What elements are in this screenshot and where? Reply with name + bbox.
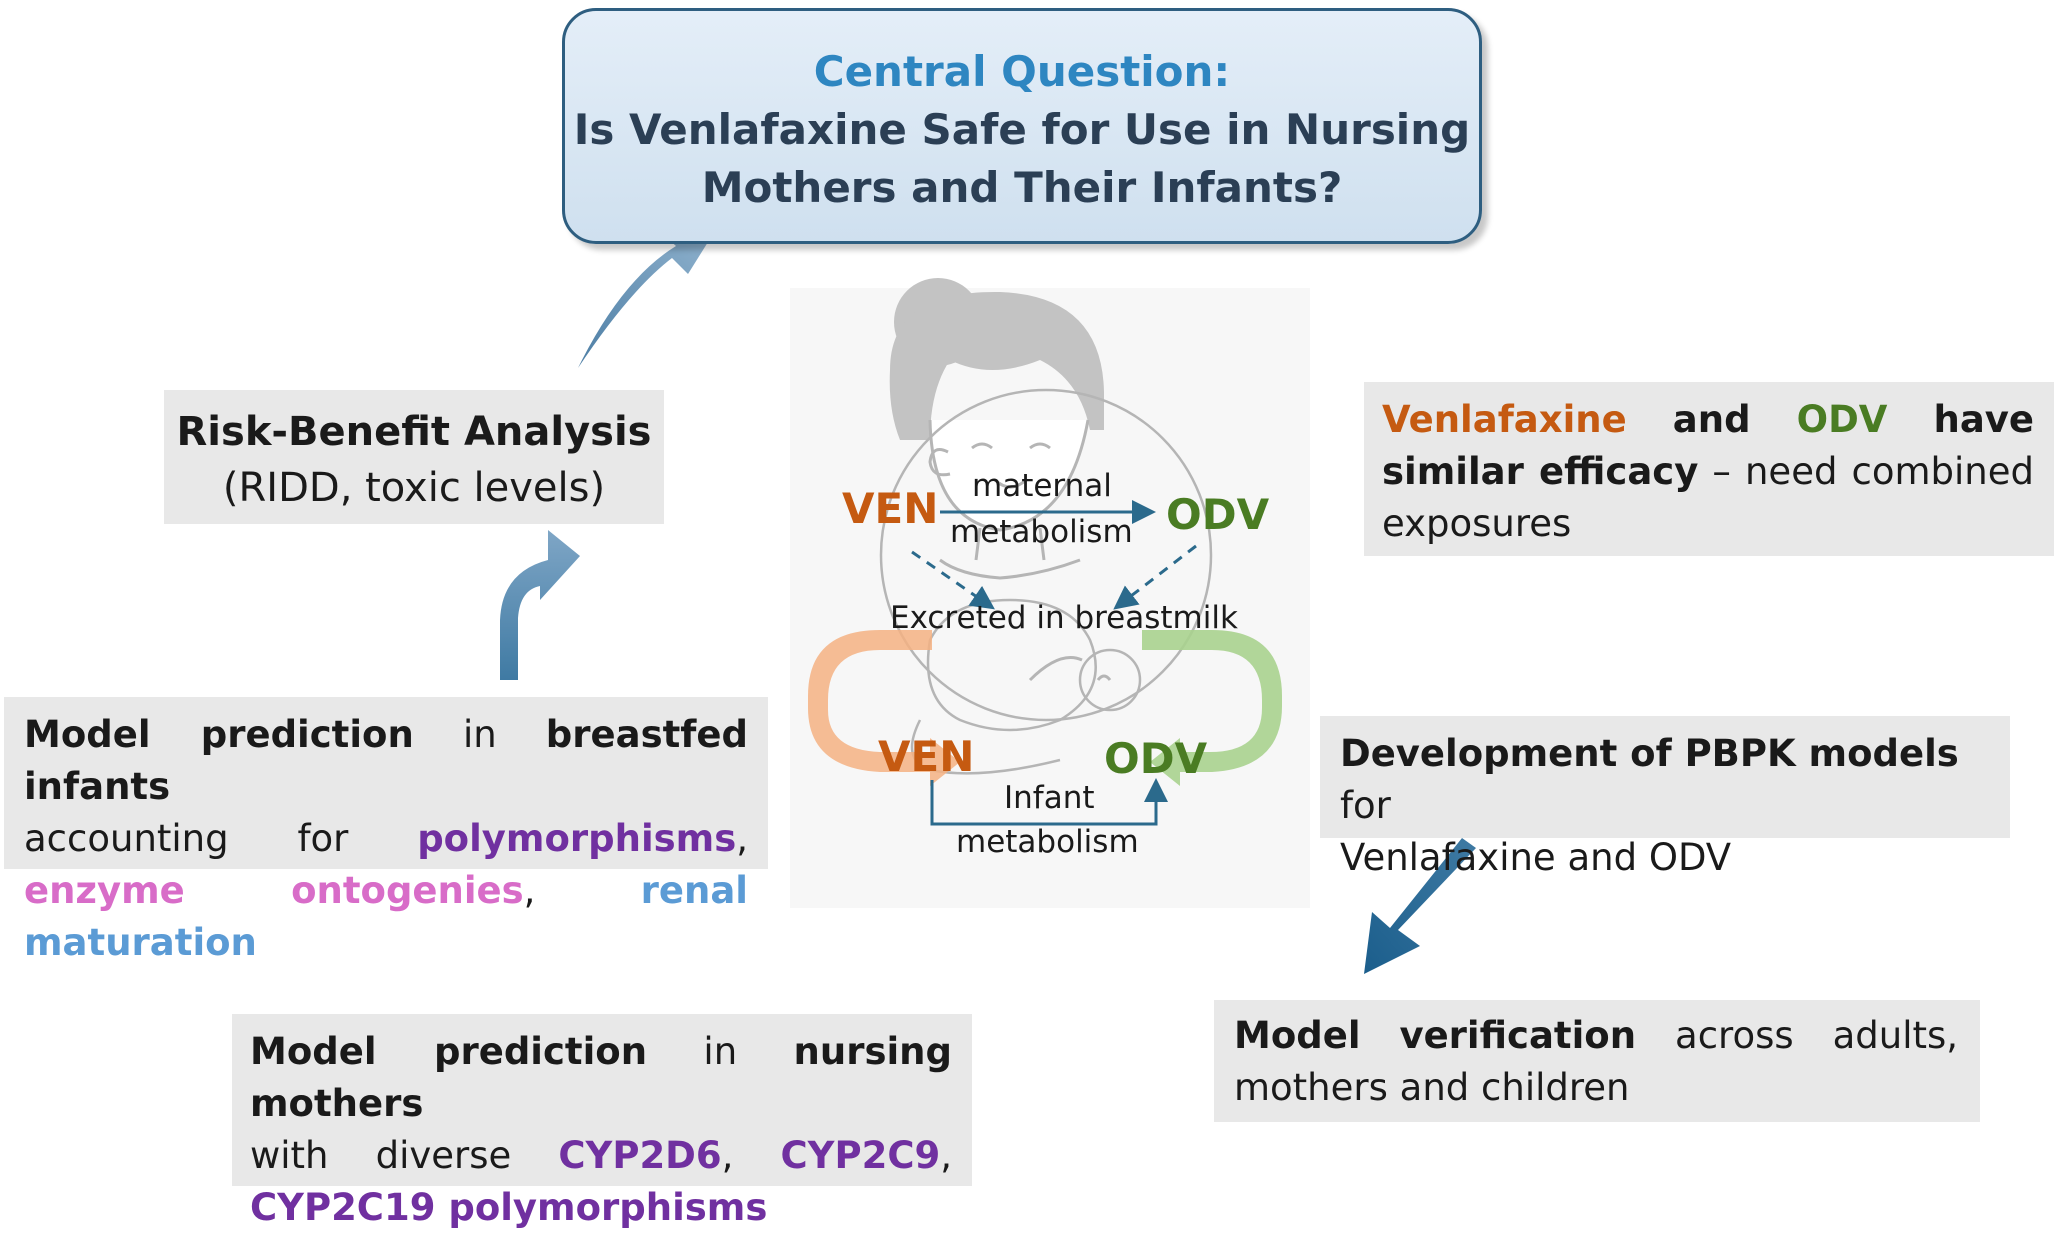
mother-model-prediction-label: Model prediction (250, 1030, 648, 1073)
verification-line-1: Model verification across adults, (1234, 1010, 1958, 1062)
flow-arrow-up (500, 530, 580, 680)
efficacy-line-3: exposures (1382, 502, 1572, 545)
diagram-graphics (500, 226, 1476, 974)
cyp2c9-label: CYP2C9 (780, 1134, 941, 1177)
maternal-label: maternal (972, 468, 1112, 504)
renal-maturation-label: renal maturation (24, 869, 748, 964)
mother-prediction-box: Model prediction in nursing mothers with… (232, 1014, 972, 1229)
infant-metabolism-arrow (930, 778, 1168, 826)
maternal-metabolism-label: metabolism (950, 514, 1133, 550)
ven-bottom-label: VEN (878, 732, 975, 781)
pbpk-for-label: for (1340, 784, 1391, 827)
efficacy-box: Venlafaxine and ODV have similar efficac… (1364, 382, 2054, 556)
pbpk-development-label: Development of PBPK models (1340, 732, 1959, 775)
risk-benefit-box: Risk-Benefit Analysis (RIDD, toxic level… (164, 390, 664, 524)
flow-arrow-diagonal (578, 226, 718, 368)
mother-in-label: in (647, 1030, 794, 1073)
infant-line-1: Model prediction in breastfed infants (24, 709, 748, 813)
nursing-mothers-label: nursing mothers (250, 1030, 952, 1125)
flow-arrow-down (1364, 838, 1476, 974)
adults-label: adults, (1832, 1014, 1959, 1057)
accounting-label: accounting (24, 817, 229, 860)
with-label: with (250, 1134, 329, 1177)
for-label: for (297, 817, 349, 860)
model-prediction-label: Model prediction (24, 713, 414, 756)
infant-metabolism-label: metabolism (956, 824, 1139, 860)
odv-label: ODV (1796, 398, 1888, 441)
across-label: across (1675, 1014, 1794, 1057)
mother-line-1: Model prediction in nursing mothers (250, 1026, 952, 1130)
pbpk-box: Development of PBPK models for Venlafaxi… (1320, 716, 2010, 879)
central-question-line-2: Mothers and Their Infants? (701, 163, 1343, 212)
odv-bottom-label: ODV (1104, 734, 1208, 783)
and-label: and (1672, 398, 1751, 441)
efficacy-line-1: Venlafaxine and ODV have (1382, 394, 2034, 446)
illustration-backdrop (790, 288, 1310, 908)
green-cycle-arrow-icon (1142, 630, 1282, 786)
infant-line-2: accounting for polymorphisms, (24, 817, 748, 860)
cyp2d6-label: CYP2D6 (558, 1134, 722, 1177)
polymorphisms-label: polymorphisms (417, 817, 737, 860)
have-label: have (1933, 398, 2035, 441)
efficacy-line-2: similar efficacy – need combined (1382, 446, 2034, 498)
odv-top-label: ODV (1166, 490, 1270, 539)
orange-cycle-arrow-icon (808, 630, 960, 786)
central-question-box: Central Question: Is Venlafaxine Safe fo… (562, 8, 1482, 244)
diverse-label: diverse (375, 1134, 512, 1177)
model-label: Model (1234, 1014, 1361, 1057)
mother-line-2: with diverse CYP2D6, CYP2C9, (250, 1134, 952, 1177)
pbpk-line-1: Development of PBPK models for (1340, 728, 1990, 832)
risk-benefit-title: Risk-Benefit Analysis (176, 409, 652, 455)
central-question-title: Central Question: (813, 47, 1231, 96)
risk-benefit-subtitle: (RIDD, toxic levels) (222, 465, 606, 511)
central-question-line-1: Is Venlafaxine Safe for Use in Nursing (573, 105, 1471, 154)
ven-top-label: VEN (842, 484, 939, 533)
verification-label: verification (1399, 1014, 1637, 1057)
excreted-breastmilk-label: Excreted in breastmilk (890, 600, 1238, 636)
similar-efficacy-label: similar efficacy (1382, 450, 1699, 493)
ven-excretion-arrow (911, 550, 995, 610)
verification-line-2: mothers and children (1234, 1066, 1630, 1109)
pbpk-line-2: Venlafaxine and ODV (1340, 836, 1732, 879)
need-combined-label: – need combined (1698, 450, 2034, 493)
infant-line-3: enzyme ontogenies, renal maturation (24, 869, 748, 964)
cyp2c19-label: CYP2C19 polymorphisms (250, 1186, 768, 1229)
mother-line-3: CYP2C19 polymorphisms (250, 1182, 952, 1234)
infant-label: Infant (1004, 780, 1095, 816)
mother-illustration-icon (879, 278, 1213, 775)
verification-box: Model verification across adults, mother… (1214, 1000, 1980, 1122)
breastfed-infants-label: breastfed infants (24, 713, 748, 808)
infant-prediction-box: Model prediction in breastfed infants ac… (4, 697, 768, 964)
in-label: in (413, 713, 546, 756)
venlafaxine-label: Venlafaxine (1382, 398, 1627, 441)
enzyme-ontogenies-label: enzyme ontogenies (24, 869, 524, 912)
